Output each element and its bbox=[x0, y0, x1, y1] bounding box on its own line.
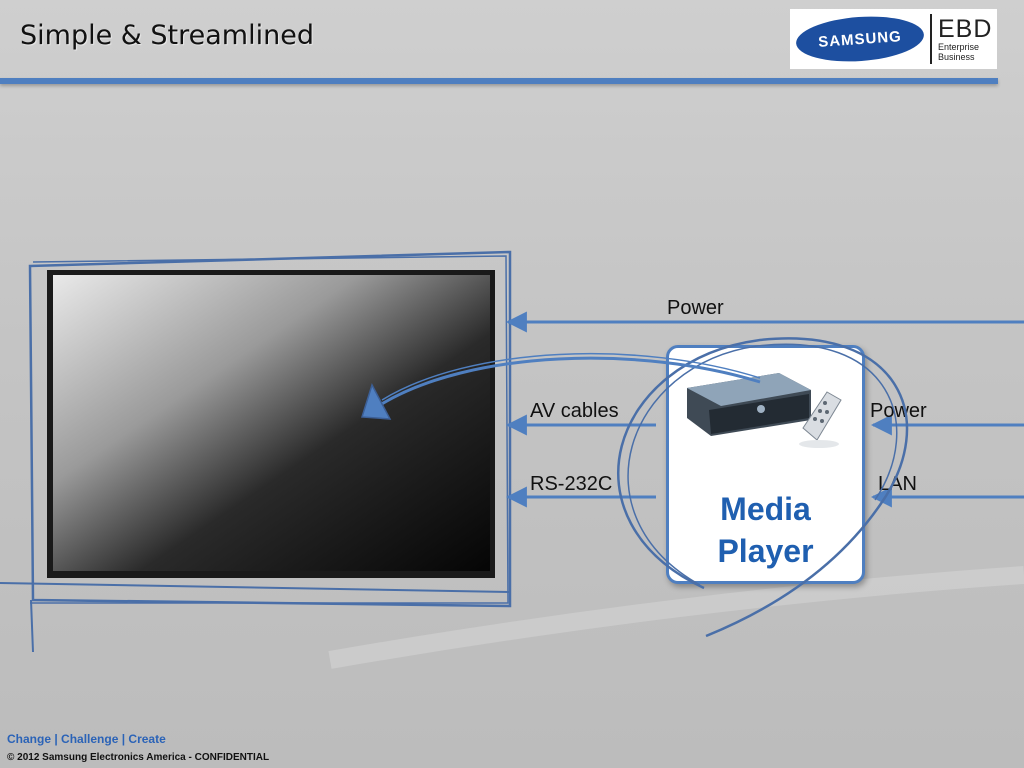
logo-line1: Enterprise bbox=[938, 41, 980, 52]
lan-label: LAN bbox=[878, 473, 917, 495]
display-screen bbox=[53, 275, 490, 571]
logo-ebd: EBD bbox=[938, 14, 993, 43]
media-player-label: Media Player bbox=[717, 491, 814, 569]
power-top-label: Power bbox=[667, 297, 724, 319]
media-player-device-icon bbox=[687, 373, 842, 448]
slide-title: Simple & Streamlined bbox=[20, 20, 314, 51]
background-swoosh bbox=[328, 566, 1024, 669]
media-player-box: Media Player bbox=[666, 345, 865, 584]
footer-copyright: © 2012 Samsung Electronics America - CON… bbox=[7, 752, 270, 763]
logo-divider bbox=[930, 14, 932, 64]
power-right-label: Power bbox=[870, 400, 927, 422]
samsung-ebd-logo: SAMSUNG EBD Enterprise Business bbox=[790, 9, 997, 69]
logo-line2: Business bbox=[938, 51, 975, 62]
header-rule bbox=[0, 78, 998, 84]
rs232c-label: RS-232C bbox=[530, 473, 613, 495]
logo-text: EBD Enterprise Business bbox=[938, 14, 993, 62]
footer-tagline: Change | Challenge | Create bbox=[7, 732, 166, 746]
av-cables-label: AV cables bbox=[530, 400, 619, 422]
